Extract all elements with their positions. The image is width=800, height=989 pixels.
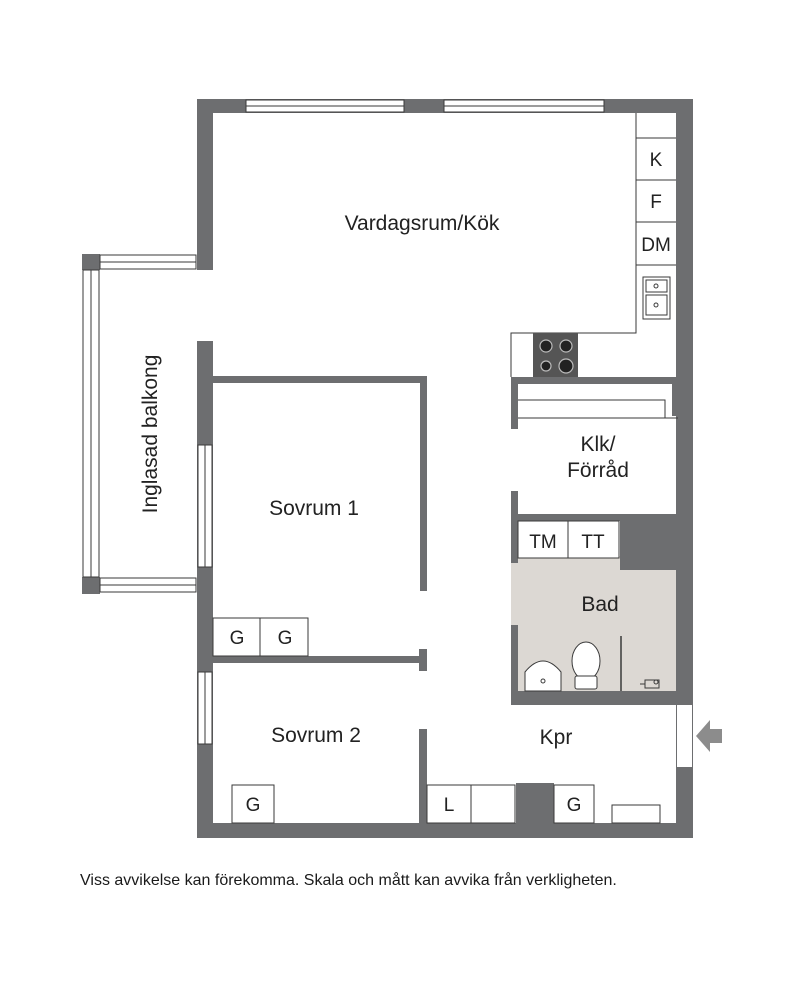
wardrobe-label-1: G — [230, 628, 245, 649]
balcony-outline — [197, 254, 213, 594]
room-label-bedroom-1: Sovrum 1 — [269, 497, 359, 520]
toilet-icon — [571, 641, 601, 690]
wardrobe-label-3: G — [246, 795, 261, 816]
shower-tap-icon — [640, 679, 660, 689]
wardrobe-label-2: G — [278, 628, 293, 649]
dryer-label: TT — [581, 532, 605, 553]
stove-icon — [533, 333, 578, 377]
washbasin-icon — [524, 660, 562, 692]
disclaimer-text: Viss avvikelse kan förekomma. Skala och … — [80, 872, 617, 889]
room-label-living-kitchen: Vardagsrum/Kök — [345, 212, 500, 235]
room-label-closet-line-2: Förråd — [567, 459, 629, 482]
fridge-label: K — [650, 150, 663, 171]
room-label-bathroom: Bad — [581, 593, 618, 616]
laundry-units — [517, 520, 620, 559]
windows — [82, 99, 692, 767]
room-label-bedroom-2: Sovrum 2 — [271, 724, 361, 747]
room-label-balcony: Inglasad balkong — [139, 355, 162, 514]
wardrobes — [212, 617, 661, 824]
wardrobe-label-4: G — [567, 795, 582, 816]
washer-label: TM — [529, 532, 556, 553]
room-label-hallway: Kpr — [540, 726, 573, 749]
interior-walls — [213, 376, 678, 823]
freezer-label: F — [650, 192, 662, 213]
entrance-arrow-icon — [696, 720, 722, 752]
linen-label: L — [444, 795, 455, 816]
dishwasher-label: DM — [641, 235, 671, 256]
room-label-closet-line-1: Klk/ — [580, 433, 615, 456]
floor-plan: K F DM TM TT G G G L G Vardagsrum/Kök In… — [82, 99, 722, 838]
sink-icon — [642, 276, 671, 320]
